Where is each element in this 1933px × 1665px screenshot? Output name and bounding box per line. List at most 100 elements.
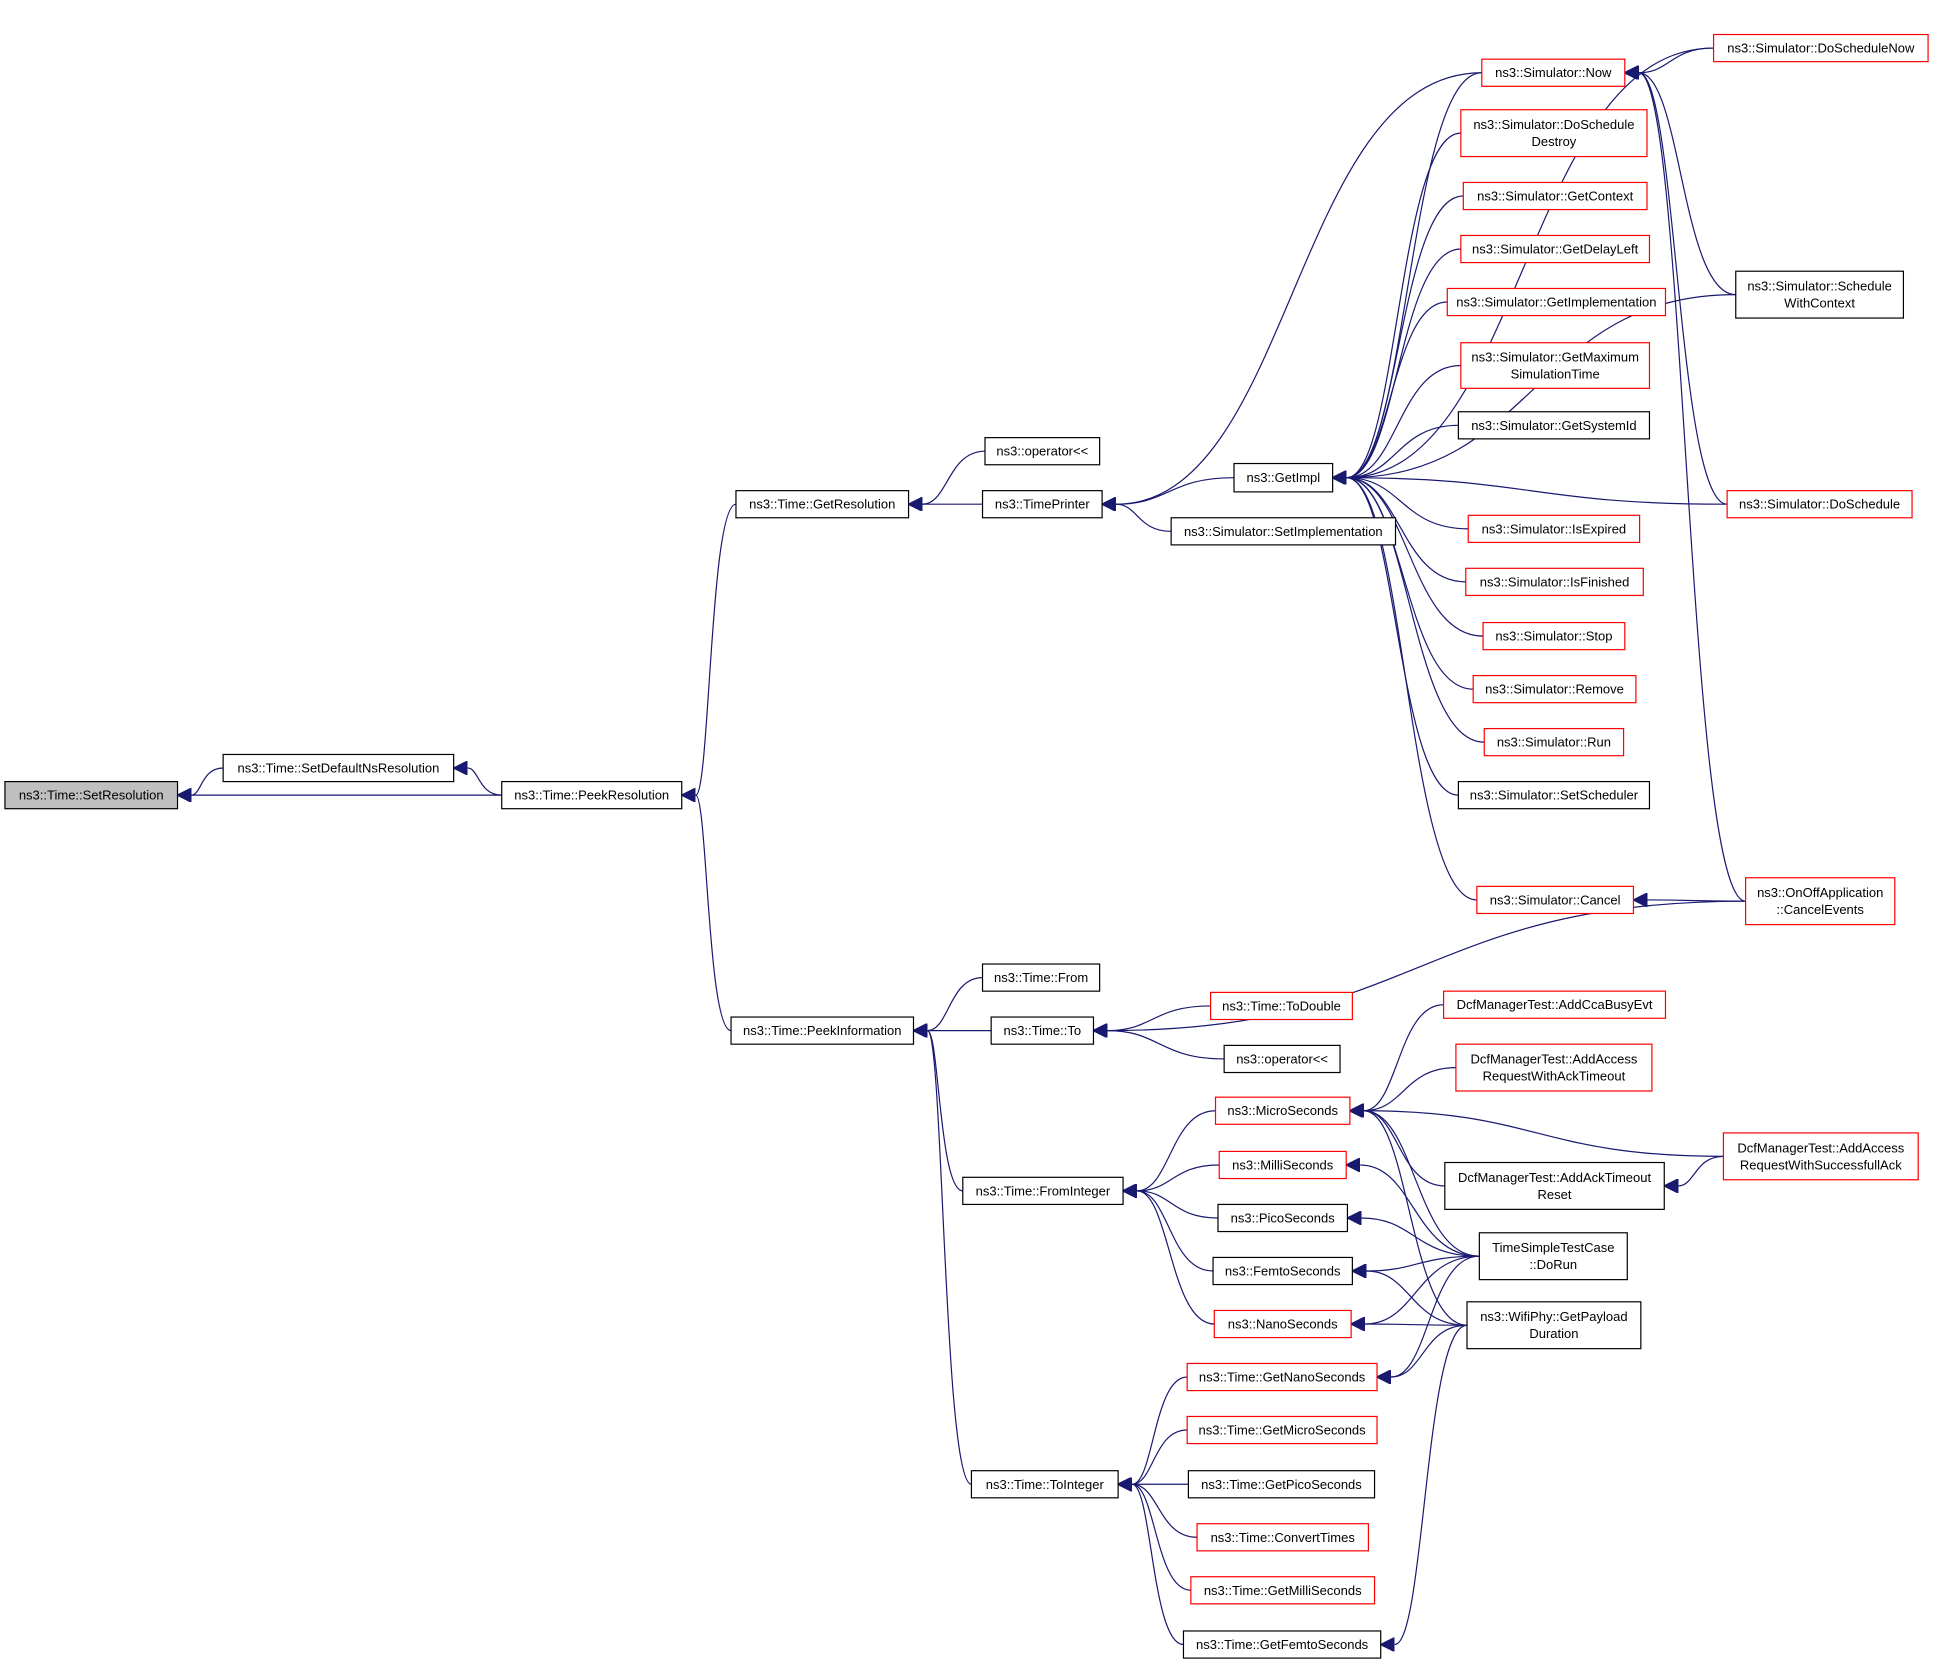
node-box[interactable] [990, 1016, 1095, 1045]
node-box[interactable] [1457, 411, 1651, 440]
node-toint[interactable]: ns3::Time::ToInteger [970, 1470, 1119, 1499]
node-box[interactable] [1465, 567, 1644, 597]
node-isfinished[interactable]: ns3::Simulator::IsFinished [1465, 567, 1644, 597]
node-box[interactable] [1712, 33, 1929, 63]
node-box[interactable] [1186, 1362, 1378, 1392]
node-box[interactable] [1735, 270, 1905, 319]
node-stop[interactable]: ns3::Simulator::Stop [1482, 621, 1626, 651]
node-femtosec[interactable]: ns3::FemtoSeconds [1212, 1256, 1353, 1286]
node-box[interactable] [970, 1470, 1119, 1499]
node-remove[interactable]: ns3::Simulator::Remove [1472, 674, 1637, 704]
node-cancel[interactable]: ns3::Simulator::Cancel [1476, 885, 1635, 915]
node-dosched[interactable]: ns3::Simulator::DoSchedule [1726, 490, 1913, 519]
node-box[interactable] [735, 490, 910, 519]
node-timesimple[interactable]: TimeSimpleTestCase::DoRun [1478, 1232, 1628, 1281]
node-box[interactable] [1213, 1309, 1352, 1339]
node-box[interactable] [1187, 1470, 1376, 1499]
node-peekinfo[interactable]: ns3::Time::PeekInformation [730, 1016, 915, 1045]
node-setres[interactable]: ns3::Time::SetResolution [4, 780, 179, 810]
node-todouble[interactable]: ns3::Time::ToDouble [1209, 991, 1353, 1021]
node-peekres[interactable]: ns3::Time::PeekResolution [501, 780, 683, 810]
node-addccabusy[interactable]: DcfManagerTest::AddCcaBusyEvt [1442, 990, 1667, 1019]
node-box[interactable] [1460, 342, 1651, 389]
node-box[interactable] [1442, 990, 1667, 1019]
node-nanosec[interactable]: ns3::NanoSeconds [1213, 1309, 1352, 1339]
node-box[interactable] [1478, 1232, 1628, 1281]
node-getimpl[interactable]: ns3::GetImpl [1233, 462, 1334, 493]
node-box[interactable] [1467, 514, 1641, 544]
node-setdef[interactable]: ns3::Time::SetDefaultNsResolution [222, 753, 455, 783]
node-box[interactable] [1214, 1096, 1351, 1125]
node-box[interactable] [1233, 462, 1334, 493]
node-box[interactable] [1196, 1523, 1369, 1552]
node-box[interactable] [1209, 991, 1353, 1021]
node-box[interactable] [1170, 517, 1397, 546]
node-box[interactable] [1726, 490, 1913, 519]
node-box[interactable] [1483, 727, 1625, 757]
node-box[interactable] [1186, 1415, 1378, 1445]
node-box[interactable] [1217, 1203, 1349, 1233]
node-getnano[interactable]: ns3::Time::GetNanoSeconds [1186, 1362, 1378, 1392]
node-getres[interactable]: ns3::Time::GetResolution [735, 490, 910, 519]
node-box[interactable] [1218, 1150, 1347, 1180]
node-box[interactable] [981, 963, 1101, 992]
node-run[interactable]: ns3::Simulator::Run [1483, 727, 1625, 757]
node-getmilli[interactable]: ns3::Time::GetMilliSeconds [1190, 1576, 1376, 1605]
node-now[interactable]: ns3::Simulator::Now [1481, 58, 1626, 87]
node-box[interactable] [501, 780, 683, 810]
node-picosec[interactable]: ns3::PicoSeconds [1217, 1203, 1349, 1233]
node-getsystemid[interactable]: ns3::Simulator::GetSystemId [1457, 411, 1651, 440]
node-getpico[interactable]: ns3::Time::GetPicoSeconds [1187, 1470, 1376, 1499]
node-box[interactable] [984, 437, 1101, 466]
node-box[interactable] [1444, 1161, 1665, 1210]
node-box[interactable] [1212, 1256, 1353, 1286]
node-convert[interactable]: ns3::Time::ConvertTimes [1196, 1523, 1369, 1552]
node-box[interactable] [1446, 287, 1667, 317]
node-timeprinter[interactable]: ns3::TimePrinter [981, 490, 1103, 519]
node-box[interactable] [1745, 877, 1896, 926]
node-oplt1[interactable]: ns3::operator<< [984, 437, 1101, 466]
node-box[interactable] [1476, 885, 1635, 915]
node-onoff[interactable]: ns3::OnOffApplication::CancelEvents [1745, 877, 1896, 926]
node-box[interactable] [1190, 1576, 1376, 1605]
node-getcontext[interactable]: ns3::Simulator::GetContext [1462, 181, 1648, 211]
node-getmicro[interactable]: ns3::Time::GetMicroSeconds [1186, 1415, 1378, 1445]
node-box[interactable] [1481, 58, 1626, 87]
node-box[interactable] [1182, 1630, 1382, 1659]
node-box[interactable] [4, 780, 179, 810]
node-to[interactable]: ns3::Time::To [990, 1016, 1095, 1045]
node-getfemto[interactable]: ns3::Time::GetFemtoSeconds [1182, 1630, 1382, 1659]
node-getdelayleft[interactable]: ns3::Simulator::GetDelayLeft [1460, 234, 1651, 264]
node-box[interactable] [1722, 1132, 1919, 1181]
node-microsec[interactable]: ns3::MicroSeconds [1214, 1096, 1351, 1125]
node-box[interactable] [1223, 1044, 1341, 1074]
node-setimpl[interactable]: ns3::Simulator::SetImplementation [1170, 517, 1397, 546]
node-from[interactable]: ns3::Time::From [981, 963, 1101, 992]
node-box[interactable] [962, 1176, 1124, 1206]
node-box[interactable] [1462, 181, 1648, 211]
node-box[interactable] [1466, 1301, 1642, 1350]
node-box[interactable] [1460, 109, 1648, 158]
node-box[interactable] [981, 490, 1103, 519]
node-box[interactable] [1455, 1043, 1653, 1092]
node-isexpired[interactable]: ns3::Simulator::IsExpired [1467, 514, 1641, 544]
node-addaccesssucc[interactable]: DcfManagerTest::AddAccessRequestWithSucc… [1722, 1132, 1919, 1181]
node-box[interactable] [1472, 674, 1637, 704]
node-box[interactable] [1457, 780, 1651, 810]
node-box[interactable] [1482, 621, 1626, 651]
node-box[interactable] [1460, 234, 1651, 264]
node-oplt2[interactable]: ns3::operator<< [1223, 1044, 1341, 1074]
node-box[interactable] [730, 1016, 915, 1045]
node-getimplementation[interactable]: ns3::Simulator::GetImplementation [1446, 287, 1667, 317]
node-box[interactable] [222, 753, 455, 783]
node-fromint[interactable]: ns3::Time::FromInteger [962, 1176, 1124, 1206]
node-doschednow[interactable]: ns3::Simulator::DoScheduleNow [1712, 33, 1929, 63]
node-millisec[interactable]: ns3::MilliSeconds [1218, 1150, 1347, 1180]
node-addaccessack[interactable]: DcfManagerTest::AddAccessRequestWithAckT… [1455, 1043, 1653, 1092]
node-setsched[interactable]: ns3::Simulator::SetScheduler [1457, 780, 1651, 810]
